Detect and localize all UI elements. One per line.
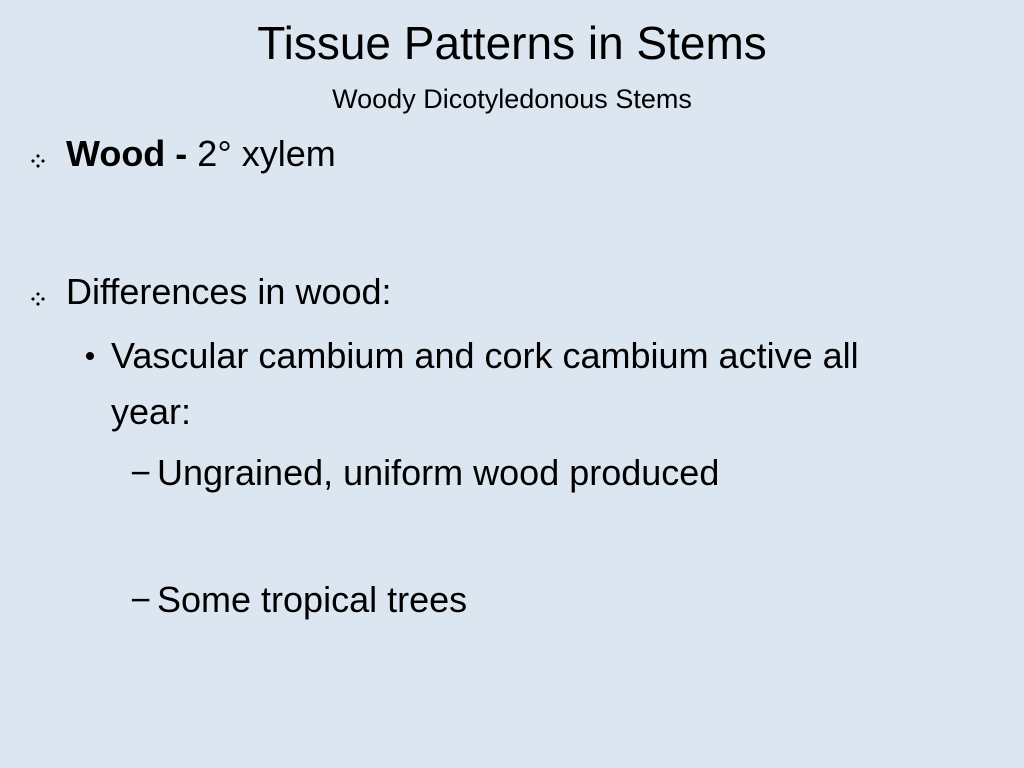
subbullet-cambium-line1: Vascular cambium and cork cambium active… (111, 335, 859, 376)
bullet-wood: Wood - 2° xylem (66, 132, 336, 176)
dash-bullet-icon: − (130, 452, 152, 493)
bullet-differences: Differences in wood: (66, 271, 392, 312)
round-bullet-icon (86, 352, 94, 360)
subbullet-cambium-line2: year: (111, 391, 192, 432)
bullet-wood-text: 2° xylem (197, 133, 336, 174)
slide-title: Tissue Patterns in Stems (257, 17, 767, 69)
dash-bullet-icon: − (130, 579, 152, 620)
four-diamond-bullet-icon (31, 154, 45, 168)
subsubbullet-ungrained: Ungrained, uniform wood produced (157, 452, 720, 493)
subsubbullet-tropical: Some tropical trees (157, 579, 468, 620)
bullet-wood-term: Wood - (66, 133, 198, 174)
slide-subtitle: Woody Dicotyledonous Stems (332, 84, 692, 114)
four-diamond-bullet-icon (31, 292, 45, 306)
